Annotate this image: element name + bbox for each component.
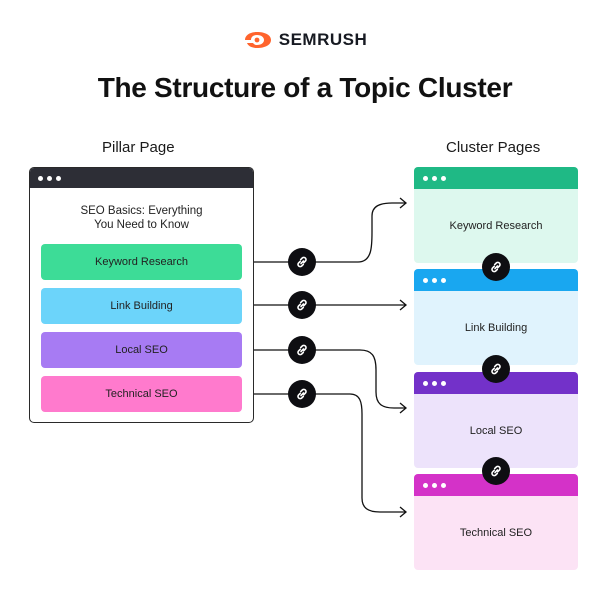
window-dots-icon xyxy=(38,175,43,181)
cluster-page-label: Keyword Research xyxy=(449,220,543,232)
cluster-page-local-seo: Local SEO xyxy=(414,372,578,468)
pillar-item-link-building: Link Building xyxy=(41,288,242,324)
cluster-page-keyword-research: Keyword Research xyxy=(414,167,578,263)
window-dot xyxy=(56,175,61,181)
pillar-item-keyword-research: Keyword Research xyxy=(41,244,242,280)
cluster-page-label: Local SEO xyxy=(469,425,523,437)
window-dot xyxy=(432,175,437,181)
link-icon xyxy=(288,336,316,364)
window-dot xyxy=(441,482,446,488)
window-dot xyxy=(441,380,446,386)
arrowhead-2 xyxy=(399,299,408,311)
link-icon xyxy=(482,457,510,485)
connector-technical-seo xyxy=(254,393,406,513)
semrush-logo-icon xyxy=(244,32,271,48)
link-icon xyxy=(482,355,510,383)
window-dot xyxy=(432,482,437,488)
window-dots-icon xyxy=(423,175,428,181)
pillar-item-local-seo: Local SEO xyxy=(41,332,242,368)
window-title-bar xyxy=(414,167,578,189)
cluster-page-technical-seo: Technical SEO xyxy=(414,474,578,570)
pillar-description: SEO Basics: Everything You Need to Know xyxy=(80,205,203,231)
window-dots-icon xyxy=(423,482,428,488)
cluster-page-link-building: Link Building xyxy=(414,269,578,365)
link-icon xyxy=(288,248,316,276)
brand-name: SEMRUSH xyxy=(278,30,368,49)
window-dot xyxy=(432,277,437,283)
link-icon xyxy=(288,380,316,408)
brand-logo: SEMRUSH xyxy=(0,30,610,50)
window-dot xyxy=(441,277,446,283)
link-icon xyxy=(288,291,316,319)
arrowhead-3 xyxy=(399,402,408,414)
arrowhead-4 xyxy=(399,506,408,518)
cluster-page-label: Technical SEO xyxy=(459,527,533,539)
window-dot xyxy=(47,175,52,181)
pillar-heading: Pillar Page xyxy=(102,139,175,156)
pillar-item-technical-seo: Technical SEO xyxy=(41,376,242,412)
pillar-page-window: SEO Basics: Everything You Need to Know … xyxy=(29,167,254,423)
arrowhead-1 xyxy=(399,197,408,209)
window-title-bar xyxy=(30,168,253,188)
window-dot xyxy=(432,380,437,386)
connector-keyword-research xyxy=(254,202,406,263)
window-dots-icon xyxy=(423,380,428,386)
page-title: The Structure of a Topic Cluster xyxy=(97,72,513,103)
window-dots-icon xyxy=(423,277,428,283)
window-dot xyxy=(441,175,446,181)
connector-local-seo xyxy=(254,349,406,409)
link-icon xyxy=(482,253,510,281)
cluster-page-label: Link Building xyxy=(464,322,528,334)
window-title-bar xyxy=(414,474,578,496)
window-title-bar xyxy=(414,372,578,394)
cluster-heading: Cluster Pages xyxy=(446,139,541,156)
